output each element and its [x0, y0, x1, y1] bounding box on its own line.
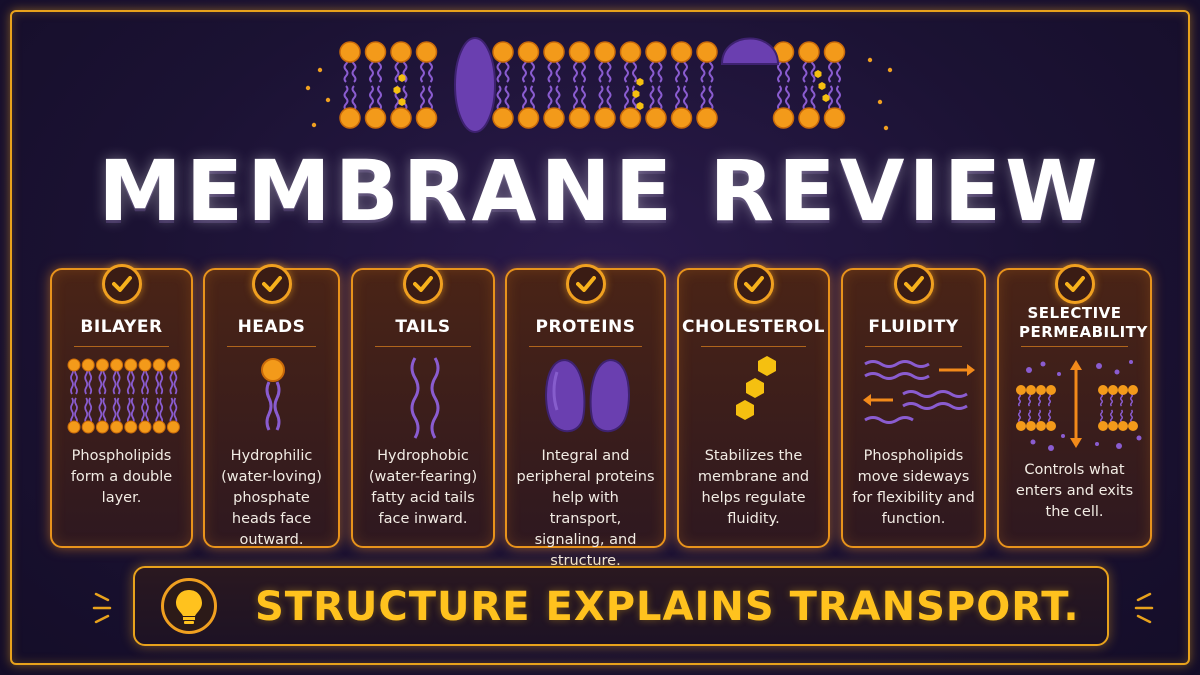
card-description: Controls what enters and exits the cell. [1015, 462, 1134, 520]
check-icon [565, 264, 606, 304]
sparkle-left-icon [92, 592, 112, 624]
check-icon [733, 264, 774, 304]
card-description: Phospholipids form a double layer. [70, 448, 173, 506]
check-icon [1054, 264, 1095, 304]
bilayer-icon [52, 354, 191, 446]
card-title: BILAYER [80, 317, 163, 337]
check-icon [403, 264, 443, 304]
card-bilayer: BILAYER Phospholipids form a double laye… [50, 264, 193, 548]
card-title: TAILS [395, 317, 451, 337]
check-icon [101, 264, 142, 304]
card-title: FLUIDITY [868, 317, 959, 337]
takeaway-banner: STRUCTURE EXPLAINS TRANSPORT. [133, 566, 1109, 646]
card-title: HEADS [237, 317, 306, 337]
card-description: Phospholipids move sideways for flexibil… [852, 448, 975, 527]
card-description: Hydrophobic (water-fearing) fatty acid t… [368, 448, 478, 527]
card-description: Stabilizes the membrane and helps regula… [697, 448, 810, 527]
card-title: SELECTIVE PERMEABILITY [1019, 304, 1148, 341]
card-description: Integral and peripheral proteins help wi… [516, 448, 655, 569]
cholesterol-icon [679, 354, 828, 446]
fatty-acid-tails-icon [353, 354, 493, 446]
fluidity-arrows-icon [843, 354, 984, 446]
page-title: MEMBRANE REVIEW [98, 142, 1102, 240]
phosphate-head-icon [205, 354, 338, 446]
card-tails: TAILS Hydrophobic (water-fearing) fatty … [351, 264, 495, 548]
protein-icon [507, 354, 664, 446]
check-icon [893, 264, 934, 304]
permeability-icon [999, 356, 1150, 451]
card-title: PROTEINS [535, 317, 636, 337]
card-description: Hydrophilic (water-loving) phosphate hea… [221, 448, 322, 548]
sparkle-right-icon [1134, 592, 1154, 624]
card-title: CHOLESTEROL [682, 317, 825, 337]
card-fluidity: FLUIDITY Phospholipids move sideways for… [841, 264, 986, 548]
card-cholesterol: CHOLESTEROL Stabilizes the membrane and … [677, 264, 830, 548]
banner-text: STRUCTURE EXPLAINS TRANSPORT. [255, 584, 1080, 630]
lightbulb-icon [161, 578, 217, 634]
card-heads: HEADS Hydrophilic (water-loving) phospha… [203, 264, 340, 548]
check-icon [251, 264, 292, 304]
outer-frame [10, 10, 1190, 665]
card-selective-permeability: SELECTIVE PERMEABILITY Controls what ent… [997, 264, 1152, 548]
membrane-illustration [305, 37, 893, 133]
card-proteins: PROTEINS Integral and peripheral protein… [505, 264, 666, 569]
